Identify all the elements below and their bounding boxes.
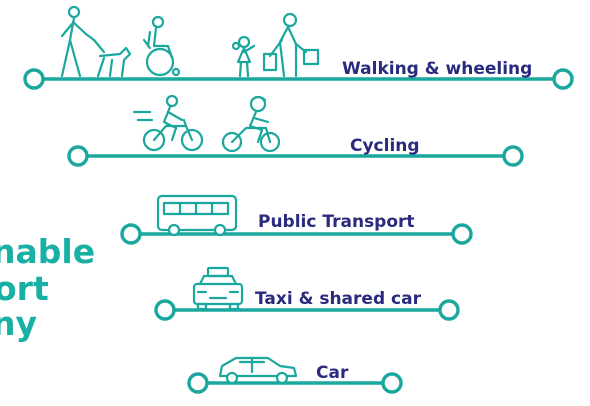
tier-start-node <box>67 145 89 167</box>
tier-start-node <box>154 299 176 321</box>
tier-label-public-transport: Public Transport <box>258 212 415 232</box>
car-icon <box>218 356 298 385</box>
side-title-line-2: ort <box>0 269 49 308</box>
tier-end-node <box>502 145 524 167</box>
tier-start-node <box>23 68 45 90</box>
cyclist-icon <box>132 94 204 152</box>
side-title-line-1: nable <box>0 232 95 271</box>
tier-end-node <box>451 223 473 245</box>
side-title: nable ort ny <box>0 232 95 343</box>
wheelchair-user-icon <box>142 15 181 77</box>
tier-taxi-shared-car <box>154 299 460 321</box>
tier-end-node <box>552 68 574 90</box>
tier-label-car: Car <box>316 363 349 383</box>
tier-label-cycling: Cycling <box>350 136 420 156</box>
tier-start-node <box>187 372 209 394</box>
tier-label-taxi-shared-car: Taxi & shared car <box>255 289 422 309</box>
pedestrian-with-dog-icon <box>60 5 132 78</box>
tier-end-node <box>438 299 460 321</box>
taxi-icon <box>192 266 244 311</box>
tier-public-transport <box>120 223 473 245</box>
tier-walking-wheeling <box>23 68 574 90</box>
bus-icon <box>156 194 238 237</box>
tier-cycling <box>67 145 524 167</box>
tier-car <box>187 372 403 394</box>
tier-start-node <box>120 223 142 245</box>
side-title-line-3: ny <box>0 304 37 343</box>
tier-label-walking-wheeling: Walking & wheeling <box>342 59 532 79</box>
shopper-with-bags-icon <box>262 12 320 78</box>
tier-end-node <box>381 372 403 394</box>
child-cyclist-icon <box>221 95 281 153</box>
child-icon <box>231 35 256 78</box>
